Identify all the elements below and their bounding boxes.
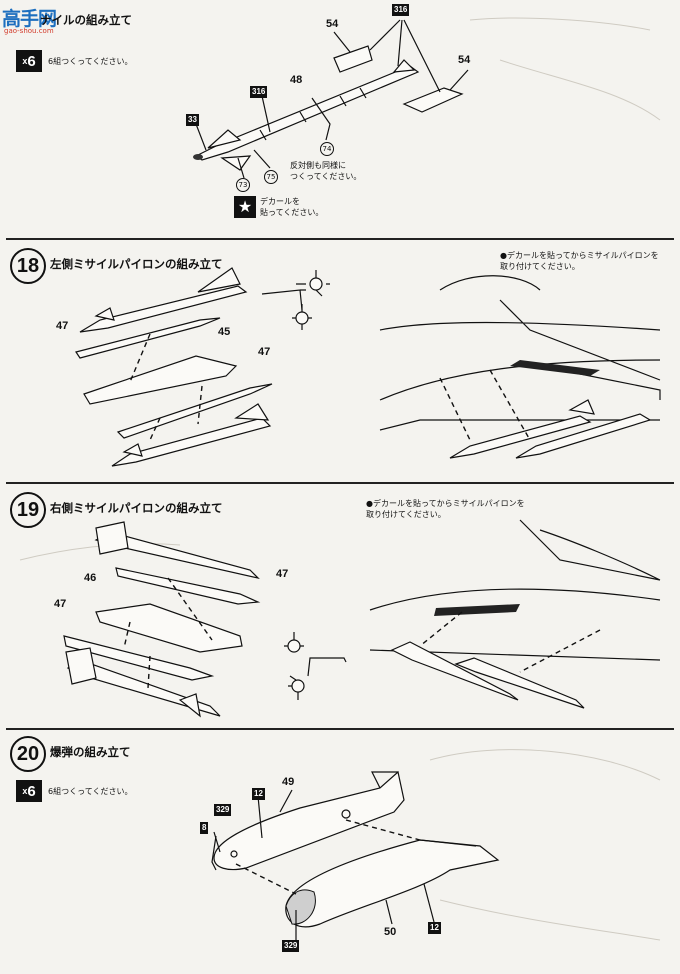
bomb-top-half-49: [213, 770, 405, 871]
step20-number: 20: [10, 736, 46, 772]
divider-3: [6, 728, 674, 730]
part-47-left-step18: 47: [56, 320, 69, 332]
divider-2: [6, 482, 674, 484]
part-47-left-step19: 47: [54, 598, 67, 610]
step18-title: 左側ミサイルパイロンの組み立て: [50, 259, 223, 271]
decal-star-icon: ★: [234, 196, 256, 218]
part-45-pylon: 45: [218, 326, 231, 338]
rail-47-left-step19: [63, 635, 215, 681]
part-75: 75: [264, 170, 278, 184]
missile-upper-step18: [79, 267, 248, 333]
step19-note: ●デカールを貼ってからミサイルパイロンを 取り付けてください。: [366, 499, 525, 519]
step17-title: ナイルの組み立て: [40, 15, 132, 27]
part-54-left: 54: [326, 18, 339, 30]
part-50-bottom-half: 50: [384, 926, 397, 938]
divider-1: [6, 238, 674, 240]
fin-54-left: [333, 45, 373, 73]
step17-note-decal: デカールを 貼ってください。: [260, 197, 324, 217]
missile-lower-step19: [65, 647, 221, 718]
qty-value: 6: [27, 53, 36, 70]
qty-badge-step17: x6: [16, 50, 42, 72]
step19-title: 右側ミサイルパイロンの組み立て: [50, 503, 223, 515]
part-329-tag-b: 329: [282, 940, 300, 952]
missile-upper-step19: [94, 521, 260, 580]
part-316-sprue: 316: [392, 4, 410, 16]
step18-number: 18: [10, 248, 46, 284]
step17-qty-note: 6組つくってください。: [48, 57, 133, 66]
part-74: 74: [320, 142, 334, 156]
part-12-tag-b: 12: [428, 922, 441, 934]
rail-47-right: [116, 383, 273, 439]
part-33-nose: 33: [186, 114, 199, 126]
pylon-46: [95, 603, 243, 653]
rail-47-top: [115, 567, 261, 605]
missile-lower-step18: [111, 403, 272, 467]
part-329-tag-a: 329: [214, 804, 232, 816]
part-48-body: 48: [290, 74, 303, 86]
step17-note-symmetric: 反対側も同様に つくってください。: [290, 161, 362, 181]
qty-badge-step20: x6: [16, 780, 42, 802]
watermark-url: gao-shou.com: [4, 27, 54, 35]
step18-note: ●デカールを貼ってからミサイルパイロンを 取り付けてください。: [500, 251, 659, 271]
part-73: 73: [236, 178, 250, 192]
part-46-pylon: 46: [84, 572, 97, 584]
watermark-logo: 高手网: [2, 9, 57, 30]
missile-step17: [193, 59, 420, 171]
part-49-top-half: 49: [282, 776, 295, 788]
step20-qty-note: 6組つくってください。: [48, 787, 133, 796]
part-8-tag: 8: [200, 822, 209, 834]
qty-value-step20: 6: [27, 783, 36, 800]
part-54-right: 54: [458, 54, 471, 66]
part-47-right-step18: 47: [258, 346, 271, 358]
step19-number: 19: [10, 492, 46, 528]
fin-54-right: [402, 87, 464, 113]
part-12-tag-a: 12: [252, 788, 265, 800]
pylon-45: [83, 355, 238, 405]
bomb-bottom-half-50: [285, 839, 500, 928]
step20-title: 爆弾の組み立て: [50, 747, 131, 759]
part-47-top-step19: 47: [276, 568, 289, 580]
part-316-sprue-2: 316: [250, 86, 268, 98]
